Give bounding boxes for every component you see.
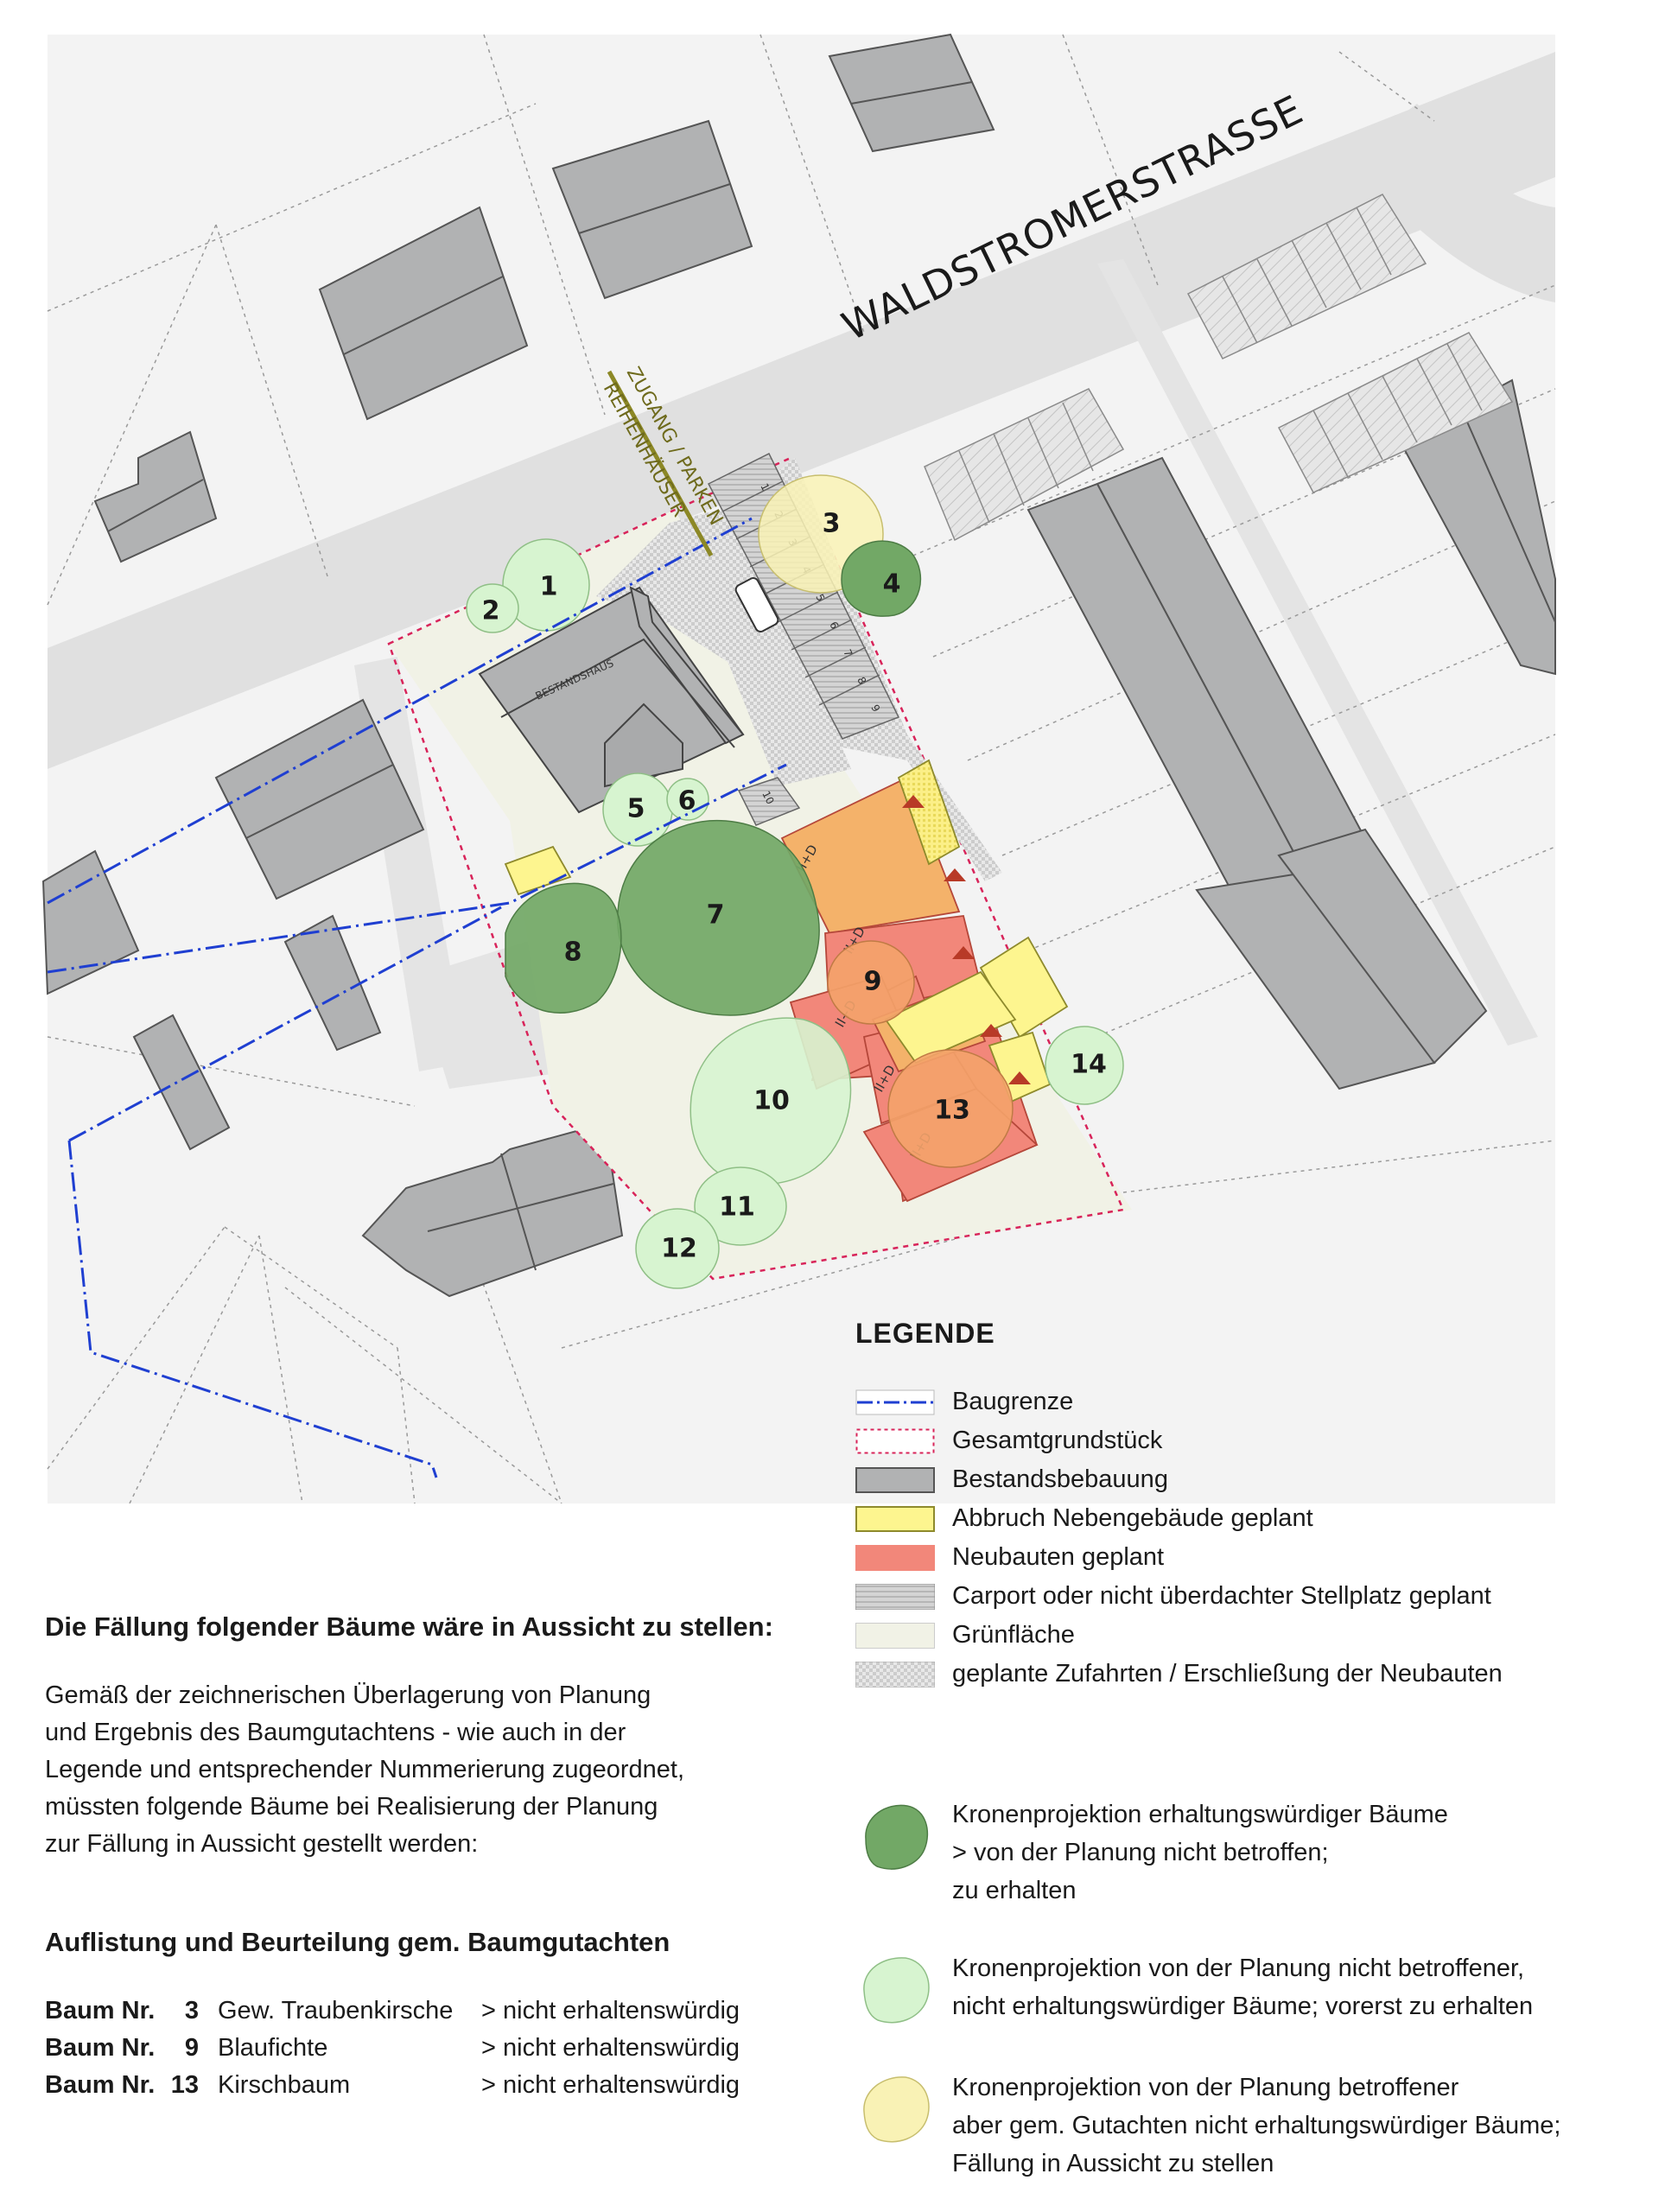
legend-tree-fell-line: Kronenprojektion von der Planung betroff… — [952, 2074, 1459, 2101]
svg-text:8: 8 — [564, 938, 582, 968]
garage-rows — [924, 194, 1514, 542]
svg-text:4: 4 — [883, 569, 901, 600]
svg-text:10: 10 — [753, 1086, 790, 1116]
access-driveway-upper — [674, 505, 851, 786]
assessment-heading: Auflistung und Beurteilung gem. Baumguta… — [45, 1927, 670, 1957]
tree-crowns — [466, 474, 1124, 1289]
legend-tree-keep: Kronenprojektion erhaltungswürdiger Bäum… — [855, 1796, 1633, 1910]
property-boundary — [387, 456, 1125, 1281]
legend-tree-light: Kronenprojektion von der Planung nicht b… — [855, 1949, 1633, 2029]
paragraph-line: Legende und entsprechender Nummerierung … — [45, 1756, 684, 1783]
svg-text:5: 5 — [627, 794, 645, 824]
tree-light-icon — [863, 1957, 930, 2024]
svg-text:13: 13 — [934, 1096, 970, 1126]
legend-item-carport: Carport oder nicht überdachter Stellplat… — [855, 1577, 1633, 1616]
svg-text:3: 3 — [823, 509, 841, 539]
footpath-right — [1097, 259, 1538, 1046]
legend-label: Grünfläche — [952, 1621, 1075, 1649]
tree-crown-7 — [617, 819, 820, 1016]
tree-numbers: 1 2 3 4 5 6 7 8 9 10 11 12 13 14 — [482, 509, 1107, 1264]
paragraph-line: zur Fällung in Aussicht gestellt werden: — [45, 1830, 479, 1858]
tree-keep-icon — [865, 1804, 929, 1870]
legend-item-zufahrten: geplante Zufahrten / Erschließung der Ne… — [855, 1655, 1633, 1694]
tree-fell-icon — [863, 2076, 930, 2143]
tree-list: Baum Nr. 3 Gew. Traubenkirsche > nicht e… — [45, 1993, 823, 2104]
bestand-swatch — [855, 1466, 935, 1493]
baugrenze-swatch — [855, 1389, 935, 1414]
tree-crown-2 — [466, 583, 519, 633]
tree-crown-9 — [827, 940, 915, 1025]
paragraph-line: müssten folgende Bäume bei Realisierung … — [45, 1793, 658, 1821]
tree-crown-14 — [1045, 1026, 1124, 1105]
legend-label: Neubauten geplant — [952, 1543, 1165, 1571]
paragraph-line: und Ergebnis des Baumgutachtens - wie au… — [45, 1719, 626, 1746]
svg-text:2: 2 — [482, 596, 500, 626]
zufahrt-swatch — [855, 1661, 935, 1688]
legend-item-abbruch: Abbruch Nebengebäude geplant — [855, 1499, 1633, 1538]
legend-tree-fell-line: aber gem. Gutachten nicht erhaltungswürd… — [952, 2112, 1561, 2139]
existing-house — [478, 586, 745, 814]
street-waldstromerstrasse — [48, 52, 1555, 769]
legend-item-baugrenze: Baugrenze — [855, 1382, 1633, 1421]
legend-tree-keep-line: > von der Planung nicht betroffen; — [952, 1839, 1329, 1866]
warning-triangles — [902, 795, 1031, 1084]
legend-label: Carport oder nicht überdachter Stellplat… — [952, 1582, 1491, 1610]
legend-label: geplante Zufahrten / Erschließung der Ne… — [952, 1660, 1503, 1688]
tree-list-row: Baum Nr. 3 Gew. Traubenkirsche > nicht e… — [45, 1997, 740, 2024]
tree-list-row: Baum Nr. 9 Blaufichte > nicht erhaltensw… — [45, 2034, 740, 2062]
legend-tree-light-line: nicht erhaltungswürdiger Bäume; vorerst … — [952, 1993, 1534, 2020]
parking-number: 10 — [759, 789, 776, 806]
legend-tree-fell: Kronenprojektion von der Planung betroff… — [855, 2069, 1633, 2183]
tree-crown-8 — [505, 882, 622, 1014]
svg-text:1: 1 — [540, 572, 558, 602]
neubau-swatch — [855, 1544, 935, 1571]
legend: LEGENDE Baugrenze Gesamtgrundstück Besta… — [855, 1318, 1633, 2183]
svg-text:12: 12 — [661, 1234, 697, 1264]
legend-tree-light-line: Kronenprojektion von der Planung nicht b… — [952, 1955, 1525, 1982]
svg-text:7: 7 — [707, 900, 725, 931]
paragraph-line: Gemäß der zeichnerischen Überlagerung vo… — [45, 1681, 651, 1709]
legend-tree-keep-line: zu erhalten — [952, 1877, 1077, 1904]
baugrenze-lines — [47, 517, 787, 1478]
car-icon — [734, 577, 779, 632]
legend-tree-fell-line: Fällung in Aussicht zu stellen — [952, 2150, 1274, 2177]
felling-paragraph: Gemäß der zeichnerischen Überlagerung vo… — [45, 1677, 823, 1863]
legend-label: Gesamtgrundstück — [952, 1427, 1163, 1454]
felling-statement: Die Fällung folgender Bäume wäre in Auss… — [45, 1611, 823, 2104]
legend-item-neubauten: Neubauten geplant — [855, 1538, 1633, 1577]
abbruch-swatch — [855, 1505, 935, 1532]
parcel-lines — [47, 34, 1556, 1503]
legend-item-gesamtgrundstueck: Gesamtgrundstück — [855, 1421, 1633, 1460]
demolition-buildings — [504, 759, 1069, 1103]
legend-title: LEGENDE — [855, 1318, 995, 1349]
legend-label: Bestandsbebauung — [952, 1465, 1168, 1493]
legend-item-gruenflaeche: Grünfläche — [855, 1616, 1633, 1655]
svg-text:11: 11 — [719, 1192, 755, 1223]
tree-list-row: Baum Nr. 13 Kirschbaum > nicht erhaltens… — [45, 2071, 740, 2099]
legend-label: Abbruch Nebengebäude geplant — [952, 1504, 1313, 1532]
svg-text:6: 6 — [678, 786, 696, 817]
existing-buildings — [41, 33, 1556, 1298]
street-curve — [1348, 104, 1555, 302]
tree-crown-12 — [635, 1208, 720, 1289]
grundstueck-swatch — [855, 1428, 935, 1453]
tree-crown-13 — [887, 1049, 1014, 1168]
felling-heading: Die Fällung folgender Bäume wäre in Auss… — [45, 1611, 773, 1642]
gruen-swatch — [855, 1622, 935, 1649]
tree-crown-4 — [841, 540, 922, 617]
svg-text:14: 14 — [1071, 1050, 1107, 1080]
svg-text:9: 9 — [864, 967, 882, 997]
carport-swatch — [855, 1583, 935, 1610]
legend-label: Baugrenze — [952, 1388, 1074, 1415]
legend-tree-keep-line: Kronenprojektion erhaltungswürdiger Bäum… — [952, 1801, 1448, 1828]
legend-item-bestandsbebauung: Bestandsbebauung — [855, 1460, 1633, 1499]
tree-crown-11 — [694, 1166, 787, 1246]
